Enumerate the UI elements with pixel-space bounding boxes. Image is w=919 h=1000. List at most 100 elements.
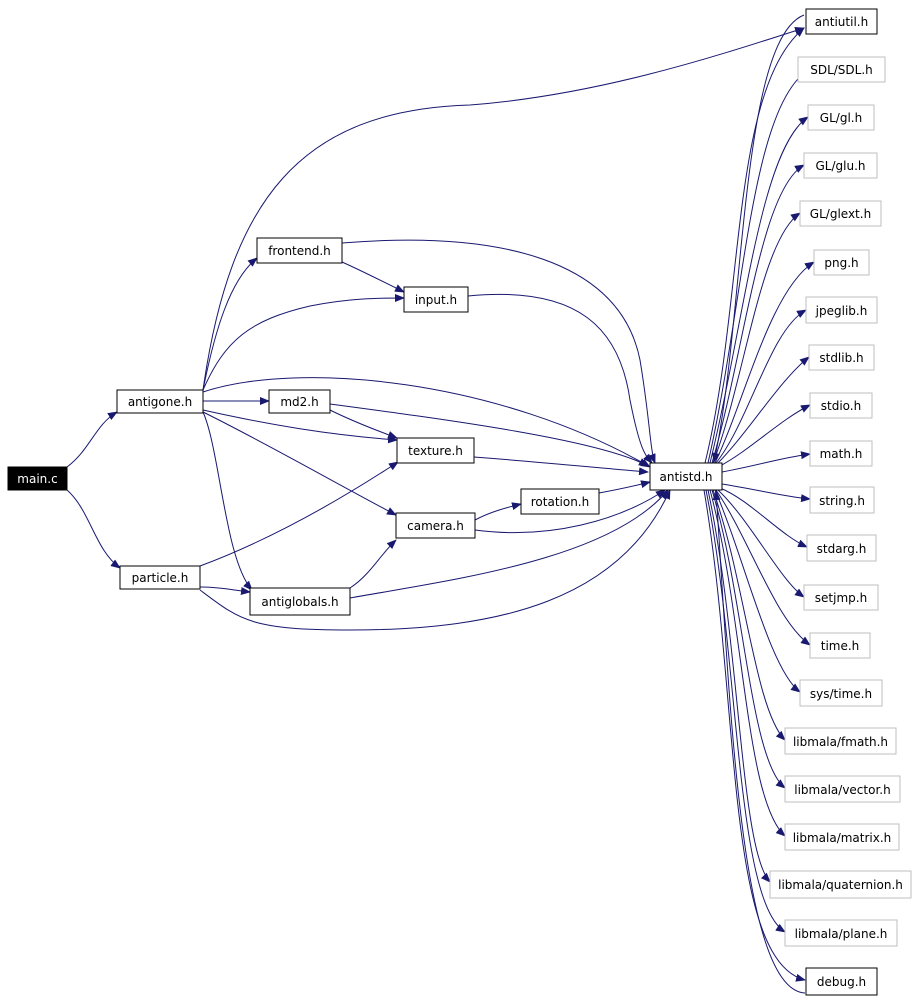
- node-antiutil-h[interactable]: antiutil.h: [805, 8, 878, 35]
- edge-md2-antistd: [329, 403, 649, 467]
- edge-main-antigone: [66, 411, 118, 468]
- node-label: stdarg.h: [817, 542, 867, 556]
- node-md2-h[interactable]: md2.h: [268, 389, 331, 414]
- node-label: GL/gl.h: [820, 111, 862, 125]
- node-rotation-h[interactable]: rotation.h: [520, 488, 600, 515]
- node-label: antigone.h: [128, 395, 192, 409]
- node-stdlib-h[interactable]: stdlib.h: [808, 344, 875, 371]
- edge-antistd-vector: [711, 489, 786, 789]
- edge-antistd-png: [714, 261, 815, 464]
- node-glu-h[interactable]: GL/glu.h: [803, 152, 878, 179]
- edge-antistd-stdio: [719, 404, 811, 467]
- edge-antistd-gl: [709, 116, 809, 464]
- node-camera-h[interactable]: camera.h: [395, 512, 476, 539]
- edge-antigone-frontend: [202, 257, 258, 391]
- node-matrix-h[interactable]: libmala/matrix.h: [784, 823, 900, 851]
- edge-texture-antistd: [473, 456, 649, 476]
- node-label: libmala/plane.h: [795, 927, 888, 941]
- node-label: rotation.h: [531, 495, 589, 509]
- node-vector-h[interactable]: libmala/vector.h: [784, 775, 901, 803]
- node-texture-h[interactable]: texture.h: [396, 437, 475, 464]
- edge-antistd-stdarg: [719, 487, 808, 548]
- node-label: math.h: [820, 447, 863, 461]
- node-label: antiglobals.h: [261, 595, 338, 609]
- edge-debug-antistd: [712, 490, 806, 994]
- edge-antigone-camera: [202, 411, 397, 516]
- edge-antistd-antiutil: [704, 27, 805, 464]
- node-label: particle.h: [132, 571, 189, 585]
- node-label: camera.h: [407, 519, 464, 533]
- edge-antistd-setjmp: [717, 489, 805, 598]
- edge-antigone-texture: [202, 409, 398, 444]
- node-label: libmala/matrix.h: [793, 831, 892, 845]
- edge-antistd-systime: [714, 489, 801, 693]
- node-gl-h[interactable]: GL/gl.h: [807, 104, 875, 131]
- node-label: stdlib.h: [819, 351, 863, 365]
- node-antiglobals-h[interactable]: antiglobals.h: [249, 587, 351, 616]
- node-math-h[interactable]: math.h: [809, 440, 873, 467]
- node-setjmp-h[interactable]: setjmp.h: [803, 584, 879, 611]
- node-label: setjmp.h: [815, 591, 867, 605]
- edge-camera-antistd: [474, 489, 666, 534]
- edge-antistd-math: [721, 451, 811, 473]
- edge-antistd-matrix: [709, 489, 786, 837]
- node-fmath-h[interactable]: libmala/fmath.h: [784, 727, 897, 755]
- edge-antiglobals-antistd: [349, 489, 669, 599]
- node-png-h[interactable]: png.h: [813, 249, 870, 276]
- node-jpeglib-h[interactable]: jpeglib.h: [805, 296, 878, 324]
- node-plane-h[interactable]: libmala/plane.h: [784, 919, 898, 947]
- node-debug-h[interactable]: debug.h: [805, 967, 878, 996]
- edge-particle-antiglobals: [199, 586, 251, 595]
- edge-particle-antistd: [199, 489, 671, 631]
- node-main-c[interactable]: main.c: [7, 466, 68, 491]
- node-label: stdio.h: [821, 399, 861, 413]
- edge-antigone-input: [202, 294, 405, 391]
- node-systime-h[interactable]: sys/time.h: [799, 679, 883, 707]
- edge-frontend-input: [341, 261, 405, 293]
- edge-antigone-antiutil: [202, 26, 805, 391]
- node-label: libmala/fmath.h: [793, 735, 888, 749]
- node-input-h[interactable]: input.h: [403, 286, 469, 313]
- edge-antistd-debug: [703, 489, 806, 982]
- edge-antistd-sdl: [707, 69, 809, 464]
- edge-antistd-stdlib: [717, 356, 810, 464]
- node-time-h[interactable]: time.h: [809, 632, 871, 659]
- node-string-h[interactable]: string.h: [809, 486, 875, 514]
- edge-antiutil-antistd: [712, 14, 805, 463]
- node-label: libmala/quaternion.h: [778, 878, 903, 892]
- edge-antistd-jpeglib: [715, 309, 807, 464]
- nodes: main.c antigone.h particle.h frontend.h …: [7, 8, 912, 996]
- node-label: sys/time.h: [810, 687, 872, 701]
- edge-camera-rotation: [474, 502, 522, 521]
- edge-antistd-glu: [711, 164, 805, 464]
- node-label: jpeglib.h: [815, 304, 868, 318]
- node-label: debug.h: [817, 975, 866, 989]
- edge-antistd-time: [715, 489, 811, 646]
- node-quaternion-h[interactable]: libmala/quaternion.h: [769, 870, 912, 899]
- node-sdl-h[interactable]: SDL/SDL.h: [797, 56, 886, 83]
- node-stdio-h[interactable]: stdio.h: [809, 392, 873, 419]
- node-label: input.h: [415, 293, 457, 307]
- node-antistd-h[interactable]: antistd.h: [649, 462, 723, 491]
- node-frontend-h[interactable]: frontend.h: [256, 237, 343, 264]
- node-label: time.h: [821, 639, 860, 653]
- node-label: libmala/vector.h: [794, 783, 890, 797]
- edge-antistd-fmath: [712, 489, 786, 741]
- edges: [66, 14, 815, 994]
- node-particle-h[interactable]: particle.h: [119, 565, 201, 590]
- node-label: GL/glext.h: [810, 207, 871, 221]
- edge-input-antistd: [467, 293, 653, 464]
- node-stdarg-h[interactable]: stdarg.h: [806, 534, 877, 562]
- node-glext-h[interactable]: GL/glext.h: [799, 200, 882, 227]
- node-label: antistd.h: [660, 470, 713, 484]
- edge-particle-texture: [199, 461, 399, 567]
- node-antigone-h[interactable]: antigone.h: [116, 389, 204, 414]
- node-label: SDL/SDL.h: [810, 63, 873, 77]
- node-label: antiutil.h: [815, 15, 868, 29]
- edge-main-particle: [66, 489, 121, 569]
- node-label: frontend.h: [268, 244, 331, 258]
- edge-md2-texture: [329, 409, 398, 439]
- node-label: png.h: [824, 256, 858, 270]
- node-label: GL/glu.h: [815, 159, 865, 173]
